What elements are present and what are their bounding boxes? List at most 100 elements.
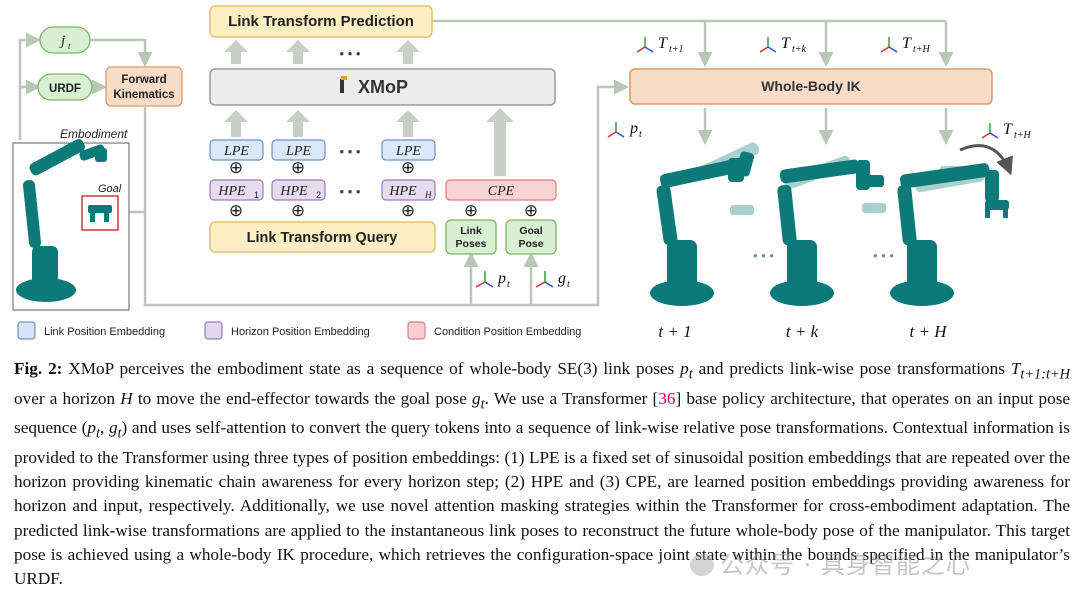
- svg-text:HPE: HPE: [217, 184, 246, 199]
- gt-frame-label: g t: [535, 270, 570, 290]
- pt-frame-label: p t: [475, 270, 510, 290]
- svg-text:p: p: [629, 120, 638, 137]
- dots-robot-1: • • •: [753, 248, 774, 263]
- embodiment-panel: Embodiment Goal: [12, 127, 130, 311]
- svg-text:LPE: LPE: [285, 144, 311, 159]
- svg-text:t: t: [68, 41, 71, 51]
- svg-text:• • •: • • •: [340, 144, 361, 159]
- svg-text:⊕: ⊕: [401, 201, 415, 220]
- thick-arrows: [224, 40, 514, 176]
- svg-text:URDF: URDF: [49, 83, 81, 95]
- svg-text:Forward: Forward: [121, 74, 166, 86]
- svg-text:Link Transform Query: Link Transform Query: [247, 230, 398, 246]
- svg-text:• • •: • • •: [340, 184, 361, 199]
- time-labels: t + 1 t + k t + H: [658, 322, 948, 341]
- pt-right-label: p t: [607, 120, 642, 140]
- coordinate-frame-icon: [475, 271, 494, 288]
- oplus-row-2: ⊕ ⊕ ⊕ ⊕ ⊕: [229, 201, 538, 220]
- robot-tk: [770, 155, 886, 306]
- svg-text:Goal: Goal: [98, 183, 122, 195]
- svg-text:CPE: CPE: [488, 184, 515, 199]
- goal-gripper-image: [88, 205, 112, 222]
- hpe-row: HPE 1 HPE 2 • • • HPE H: [209, 179, 436, 201]
- urdf-node: URDF: [37, 73, 93, 101]
- svg-text:⊕: ⊕: [464, 201, 478, 220]
- dots-top: • • •: [340, 46, 361, 61]
- robot-arm-icon: [340, 76, 347, 93]
- whole-body-ik-box: Whole-Body IK: [629, 68, 993, 105]
- T-right-label: T t+H: [959, 121, 1032, 176]
- svg-text:T: T: [902, 35, 912, 52]
- link-transform-prediction-box: Link Transform Prediction: [209, 5, 433, 38]
- svg-text:H: H: [424, 190, 432, 200]
- robot-tH: [890, 163, 1009, 306]
- svg-text:XMoP: XMoP: [358, 77, 408, 97]
- coordinate-frame-icon: [636, 37, 654, 53]
- coordinate-frame-icon: [759, 37, 777, 53]
- robot-sequence: • • • • • •: [650, 142, 1009, 306]
- svg-text:t: t: [507, 279, 510, 290]
- svg-text:T: T: [1003, 121, 1013, 138]
- goal-pose-box: Goal Pose: [505, 219, 557, 255]
- jt-node: j t: [39, 26, 91, 54]
- svg-text:Poses: Poses: [456, 238, 487, 250]
- svg-text:⊕: ⊕: [524, 201, 538, 220]
- figure-caption: Fig. 2: XMoP perceives the embodiment st…: [14, 359, 1071, 588]
- coordinate-frame-icon: [607, 122, 625, 138]
- cpe-box: CPE: [445, 179, 557, 201]
- svg-text:Link Position Embedding: Link Position Embedding: [44, 326, 165, 338]
- svg-text:LPE: LPE: [223, 144, 249, 159]
- coordinate-frame-icon: [535, 271, 554, 288]
- svg-text:t+k: t+k: [792, 44, 807, 55]
- svg-text:⊕: ⊕: [291, 158, 305, 177]
- forward-kinematics-box: Forward Kinematics: [105, 66, 183, 107]
- coordinate-frame-icon: [880, 37, 898, 53]
- svg-text:⊕: ⊕: [229, 158, 243, 177]
- svg-text:Embodiment: Embodiment: [60, 127, 128, 141]
- dots-robot-2: • • •: [873, 248, 894, 263]
- svg-text:Kinematics: Kinematics: [113, 89, 174, 101]
- svg-text:Link: Link: [460, 225, 482, 237]
- svg-text:⊕: ⊕: [229, 201, 243, 220]
- caption-fig-label: Fig. 2:: [14, 359, 63, 378]
- svg-text:t+H: t+H: [913, 44, 931, 55]
- svg-text:Whole-Body IK: Whole-Body IK: [761, 78, 861, 94]
- svg-text:g: g: [558, 270, 566, 287]
- robot-t1: [650, 142, 760, 306]
- citation-link[interactable]: 36: [658, 388, 676, 408]
- xmop-model-box: XMoP: [209, 68, 556, 106]
- svg-text:⊕: ⊕: [291, 201, 305, 220]
- svg-text:⊕: ⊕: [401, 158, 415, 177]
- svg-text:Condition Position Embedding: Condition Position Embedding: [434, 326, 581, 338]
- svg-text:t + k: t + k: [786, 322, 819, 341]
- coordinate-frame-icon: [981, 123, 999, 139]
- svg-text:Horizon Position Embedding: Horizon Position Embedding: [231, 326, 370, 338]
- svg-text:T: T: [658, 35, 668, 52]
- svg-text:HPE: HPE: [279, 184, 308, 199]
- svg-text:1: 1: [254, 190, 259, 200]
- robot-arm-image: [16, 139, 107, 302]
- architecture-figure: Link Transform Prediction • • • XMoP LPE…: [12, 5, 1032, 341]
- svg-text:Goal: Goal: [519, 225, 542, 237]
- svg-text:Pose: Pose: [518, 238, 543, 250]
- svg-text:t + H: t + H: [910, 322, 949, 341]
- svg-text:t+H: t+H: [1014, 130, 1032, 141]
- svg-text:Link Transform Prediction: Link Transform Prediction: [228, 13, 414, 30]
- svg-text:j: j: [59, 33, 65, 49]
- link-poses-box: Link Poses: [445, 219, 497, 255]
- svg-text:LPE: LPE: [395, 144, 421, 159]
- svg-text:T: T: [781, 35, 791, 52]
- svg-text:p: p: [497, 270, 506, 287]
- watermark: 公众号 · 具身智能之心: [690, 545, 971, 580]
- curved-arrow-icon: [959, 144, 1013, 176]
- T-labels: T t+1 T t+k T t+H: [636, 35, 931, 55]
- svg-text:t: t: [639, 129, 642, 140]
- svg-text:t + 1: t + 1: [658, 322, 691, 341]
- legend: Link Position Embedding Horizon Position…: [17, 321, 581, 340]
- link-transform-query-box: Link Transform Query: [209, 221, 436, 253]
- svg-text:t: t: [567, 279, 570, 290]
- svg-text:t+1: t+1: [669, 44, 684, 55]
- svg-text:2: 2: [316, 190, 321, 200]
- oplus-row-1: ⊕ ⊕ ⊕: [229, 158, 415, 177]
- lpe-row: LPE LPE • • • LPE: [209, 139, 436, 161]
